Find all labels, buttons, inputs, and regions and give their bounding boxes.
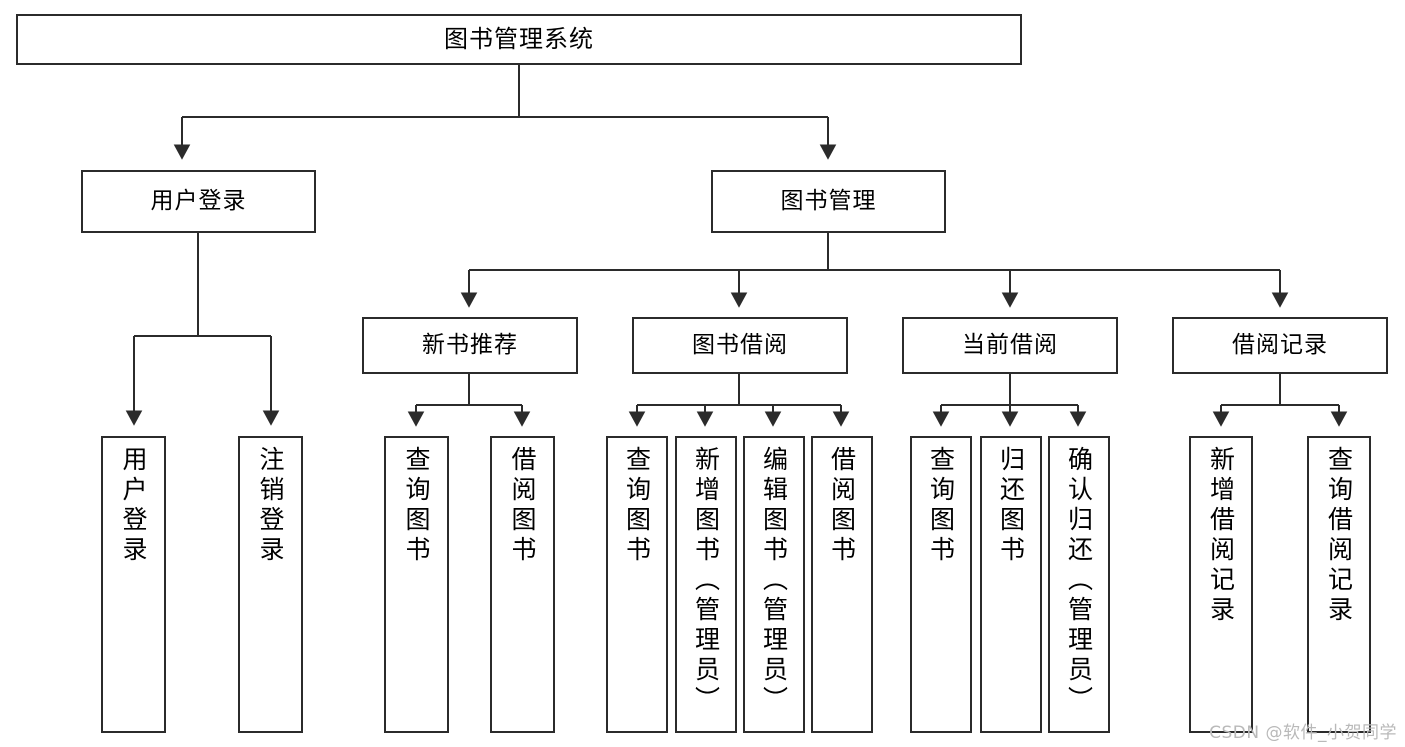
node-leaf-query-book-recommend[interactable]: 查询图书 [384, 436, 449, 733]
node-leaf-user-login[interactable]: 用户登录 [101, 436, 166, 733]
node-leaf-confirm-return[interactable]: 确认归还（管理员） [1048, 436, 1110, 733]
node-leaf-query-book-current[interactable]: 查询图书 [910, 436, 972, 733]
node-leaf-query-book-borrow[interactable]: 查询图书 [606, 436, 668, 733]
node-label: 新增图书（管理员） [691, 446, 721, 716]
node-label: 借阅记录 [1232, 332, 1328, 359]
node-label: 注销登录 [256, 446, 285, 566]
node-root-book-management-system[interactable]: 图书管理系统 [16, 14, 1022, 65]
node-label: 借阅图书 [827, 446, 857, 566]
node-label: 用户登录 [119, 446, 148, 566]
node-new-book-recommend[interactable]: 新书推荐 [362, 317, 578, 374]
node-current-borrow[interactable]: 当前借阅 [902, 317, 1118, 374]
node-leaf-edit-book[interactable]: 编辑图书（管理员） [743, 436, 805, 733]
node-borrow-record[interactable]: 借阅记录 [1172, 317, 1388, 374]
node-label: 新增借阅记录 [1206, 446, 1236, 626]
node-label: 当前借阅 [962, 332, 1058, 359]
node-leaf-borrow-book[interactable]: 借阅图书 [811, 436, 873, 733]
node-user-login[interactable]: 用户登录 [81, 170, 316, 233]
node-book-manage[interactable]: 图书管理 [711, 170, 946, 233]
node-label: 查询借阅记录 [1324, 446, 1354, 626]
node-leaf-add-borrow-record[interactable]: 新增借阅记录 [1189, 436, 1253, 733]
node-label: 归还图书 [996, 446, 1026, 566]
node-label: 新书推荐 [422, 332, 518, 359]
node-leaf-return-book[interactable]: 归还图书 [980, 436, 1042, 733]
node-book-borrow[interactable]: 图书借阅 [632, 317, 848, 374]
node-label: 查询图书 [926, 446, 956, 566]
node-label: 查询图书 [402, 446, 431, 566]
node-label: 图书借阅 [692, 332, 788, 359]
node-label: 图书管理系统 [444, 24, 594, 53]
node-label: 图书管理 [780, 188, 877, 215]
node-leaf-add-book[interactable]: 新增图书（管理员） [675, 436, 737, 733]
node-leaf-query-borrow-record[interactable]: 查询借阅记录 [1307, 436, 1371, 733]
node-label: 用户登录 [150, 188, 247, 215]
node-leaf-borrow-book-recommend[interactable]: 借阅图书 [490, 436, 555, 733]
node-label: 确认归还（管理员） [1064, 446, 1094, 716]
node-label: 查询图书 [622, 446, 652, 566]
node-leaf-user-logout[interactable]: 注销登录 [238, 436, 303, 733]
watermark-text: CSDN @软件_小贺同学 [1209, 723, 1397, 743]
node-label: 编辑图书（管理员） [759, 446, 789, 716]
node-label: 借阅图书 [508, 446, 537, 566]
